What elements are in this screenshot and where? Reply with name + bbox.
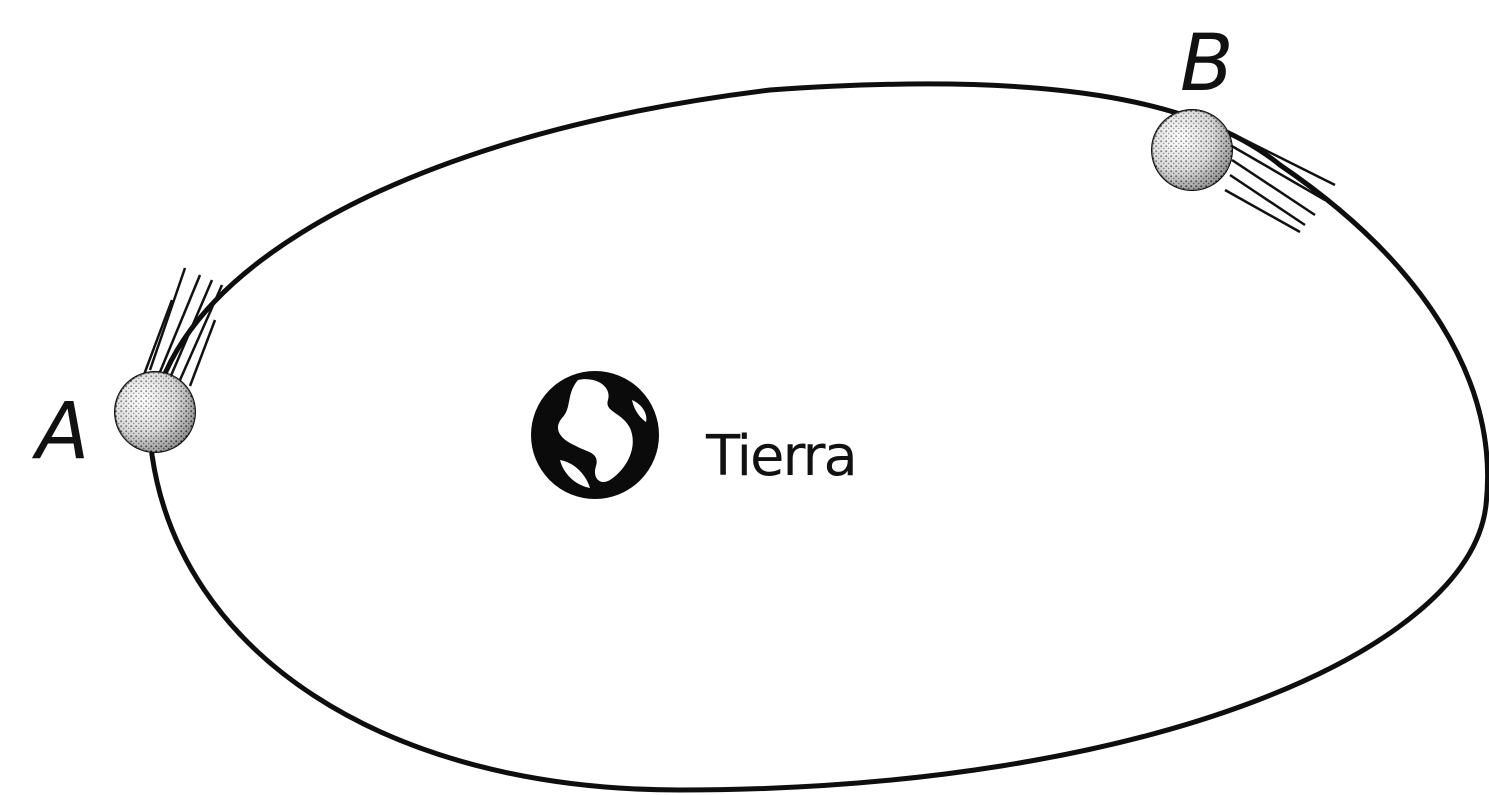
label-earth: Tierra [705,424,856,489]
satellite-a [115,268,222,452]
motion-streaks-b [1225,130,1335,232]
earth [533,373,657,497]
label-point-a: A [31,387,89,477]
label-point-b: B [1180,19,1234,109]
satellite-b [1152,110,1335,232]
motion-streaks-a [142,268,222,386]
